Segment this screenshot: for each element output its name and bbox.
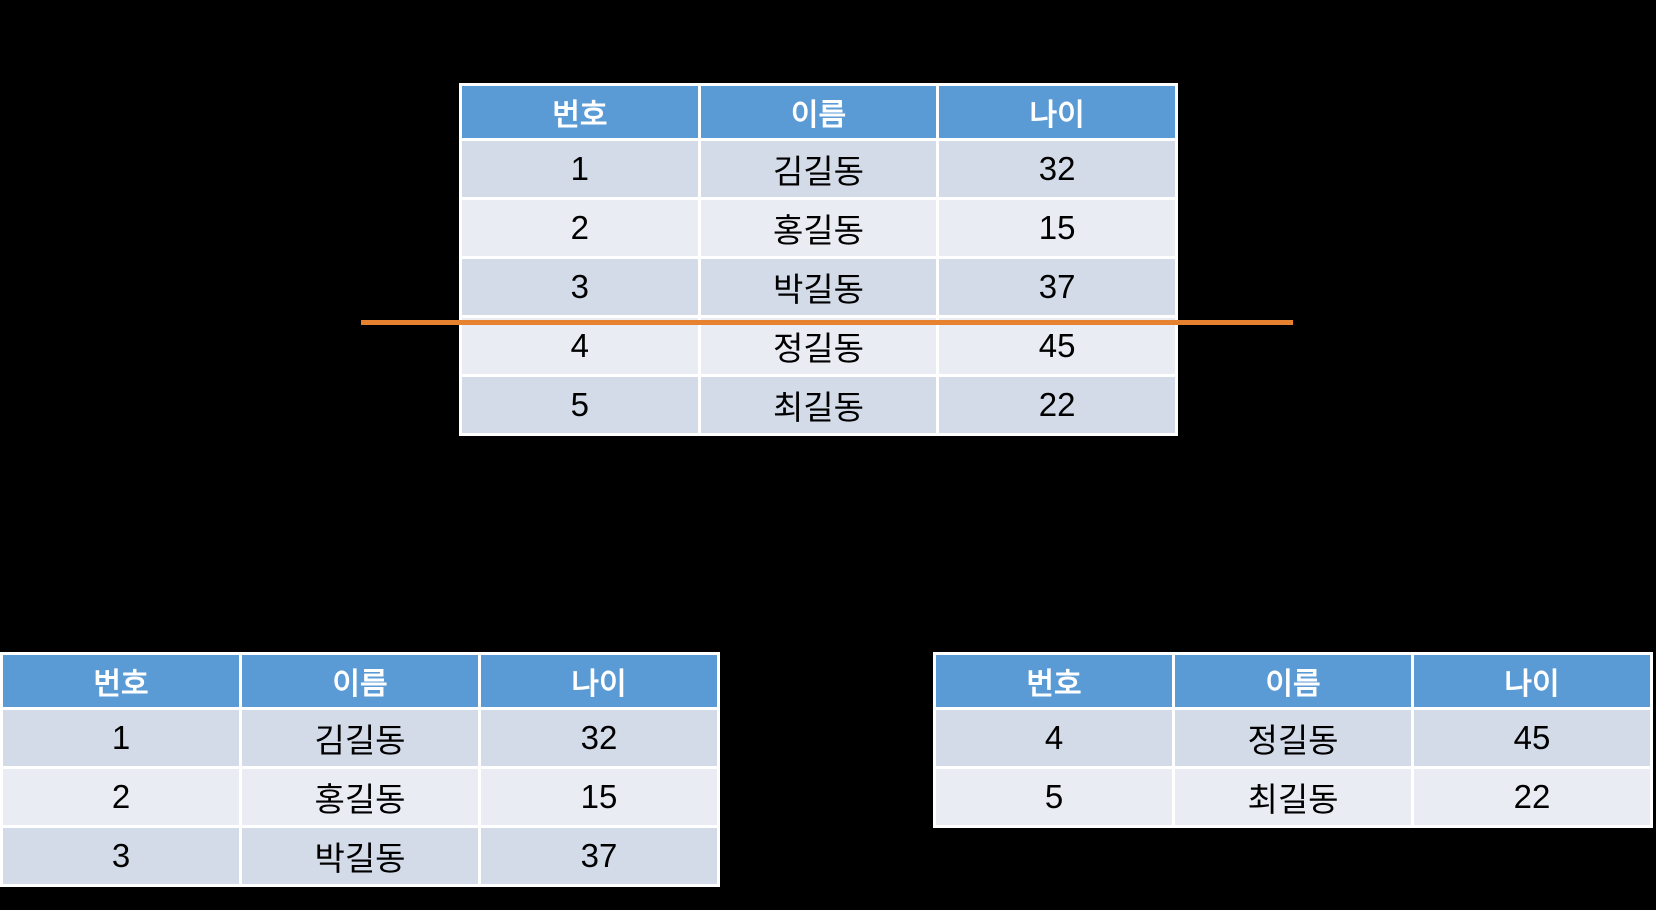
table-row: 1 김길동 32 (0, 707, 720, 769)
cell-name: 정길동 (1172, 707, 1414, 769)
column-header-number: 번호 (0, 652, 242, 710)
column-header-name: 이름 (697, 83, 940, 141)
table-row: 5 최길동 22 (933, 766, 1653, 828)
cell-age: 32 (936, 138, 1178, 200)
cell-age: 22 (936, 374, 1178, 436)
cell-age: 45 (1411, 707, 1653, 769)
cell-number: 5 (933, 766, 1175, 828)
cell-number: 1 (0, 707, 242, 769)
column-header-name: 이름 (1172, 652, 1414, 710)
cell-name: 최길동 (1172, 766, 1414, 828)
column-header-number: 번호 (933, 652, 1175, 710)
cell-number: 3 (0, 825, 242, 887)
table-row: 1 김길동 32 (459, 138, 1178, 200)
column-header-name: 이름 (239, 652, 481, 710)
cell-number: 2 (0, 766, 242, 828)
cell-age: 15 (478, 766, 720, 828)
cell-name: 김길동 (697, 138, 940, 200)
column-header-number: 번호 (459, 83, 701, 141)
table-row: 4 정길동 45 (933, 707, 1653, 769)
header-row: 번호 이름 나이 (0, 652, 720, 710)
cell-age: 32 (478, 707, 720, 769)
cell-age: 45 (936, 315, 1178, 377)
table-row: 3 박길동 37 (459, 256, 1178, 318)
cell-name: 박길동 (697, 256, 940, 318)
header-row: 번호 이름 나이 (459, 83, 1178, 141)
cell-name: 홍길동 (239, 766, 481, 828)
left-result-table: 번호 이름 나이 1 김길동 32 2 홍길동 15 3 박길동 37 (0, 652, 720, 887)
right-result-table: 번호 이름 나이 4 정길동 45 5 최길동 22 (933, 652, 1653, 828)
column-header-age: 나이 (1411, 652, 1653, 710)
cell-number: 4 (933, 707, 1175, 769)
cell-age: 37 (936, 256, 1178, 318)
table-row: 3 박길동 37 (0, 825, 720, 887)
cell-number: 5 (459, 374, 701, 436)
table-row: 2 홍길동 15 (0, 766, 720, 828)
cell-name: 박길동 (239, 825, 481, 887)
split-line (361, 320, 1293, 325)
table-row: 5 최길동 22 (459, 374, 1178, 436)
table-row: 2 홍길동 15 (459, 197, 1178, 259)
cell-age: 15 (936, 197, 1178, 259)
cell-number: 1 (459, 138, 701, 200)
source-table: 번호 이름 나이 1 김길동 32 2 홍길동 15 3 박길동 37 4 (459, 83, 1178, 436)
cell-number: 2 (459, 197, 701, 259)
table-row: 4 정길동 45 (459, 315, 1178, 377)
cell-name: 홍길동 (697, 197, 940, 259)
column-header-age: 나이 (936, 83, 1178, 141)
cell-number: 3 (459, 256, 701, 318)
cell-age: 22 (1411, 766, 1653, 828)
cell-name: 최길동 (697, 374, 940, 436)
column-header-age: 나이 (478, 652, 720, 710)
cell-number: 4 (459, 315, 701, 377)
header-row: 번호 이름 나이 (933, 652, 1653, 710)
cell-name: 정길동 (697, 315, 940, 377)
cell-name: 김길동 (239, 707, 481, 769)
cell-age: 37 (478, 825, 720, 887)
